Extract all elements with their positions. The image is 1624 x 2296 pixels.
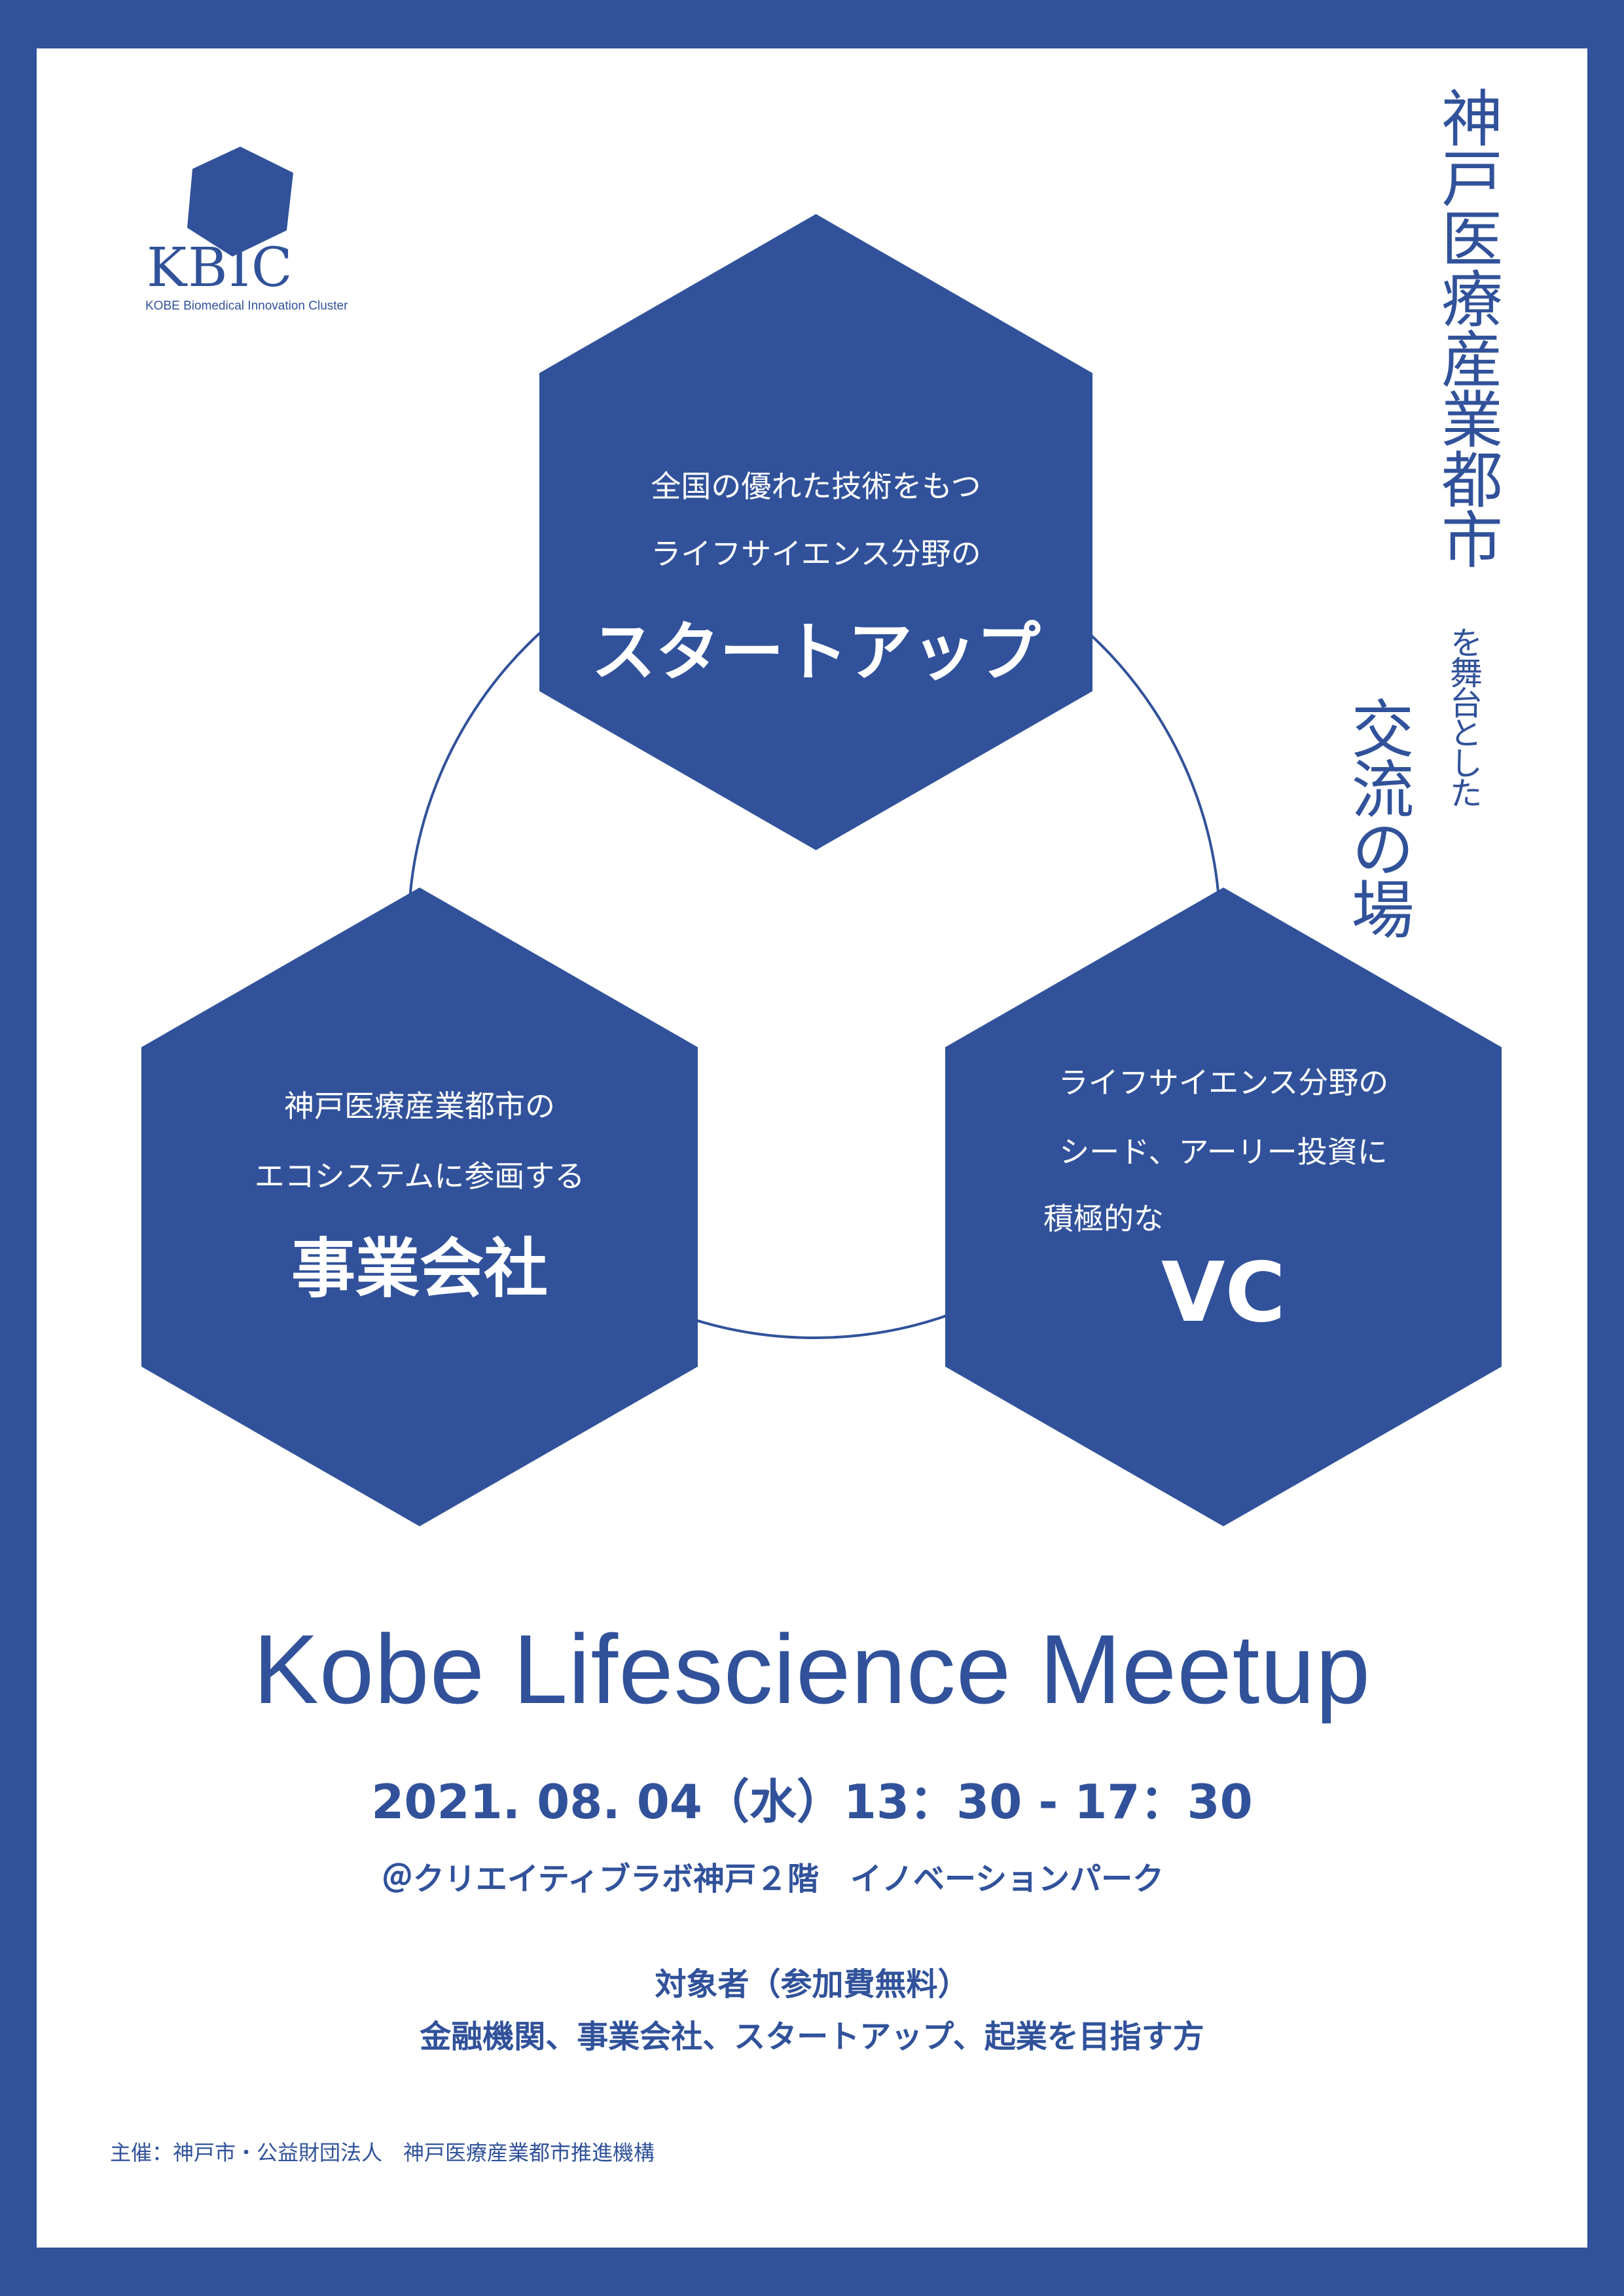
startup-line1: 全国の優れた技術をもつ	[651, 469, 981, 504]
audience-list: 金融機関、事業会社、スタートアップ、起業を目指す方	[420, 2018, 1204, 2055]
event-title: Kobe Lifescience Meetup	[253, 1614, 1371, 1724]
company-line1: 神戸医療産業都市の	[284, 1088, 555, 1124]
poster: KBIC KOBE Biomedical Innovation Cluster …	[37, 48, 1587, 2248]
company-heading: 事業会社	[291, 1232, 548, 1306]
startup-heading: スタートアップ	[591, 615, 1041, 690]
vc-line3: 積極的な	[1043, 1201, 1164, 1236]
event-venue: ＠クリエイティブラボ神戸２階 イノベーションパーク	[381, 1861, 1164, 1897]
vertical-place: 交流の場	[1341, 696, 1414, 937]
hexagon-logo-icon	[187, 147, 293, 257]
startup-line2: ライフサイエンス分野の	[651, 536, 981, 571]
organizer: 主催：神戸市・公益財団法人 神戸医療産業都市推進機構	[110, 2140, 655, 2165]
vertical-connector: を舞台とした	[1445, 626, 1483, 806]
audience-label: 対象者（参加費無料）	[655, 1966, 969, 2003]
vc-line2: シード、アーリー投資に	[1059, 1134, 1388, 1170]
hexagon-vc: ライフサイエンス分野の シード、アーリー投資に 積極的な VC	[945, 888, 1502, 1526]
kbic-logo: KBIC KOBE Biomedical Innovation Cluster	[106, 99, 348, 313]
vertical-title: 神戸医療産業都市	[1431, 86, 1502, 568]
vc-heading: VC	[1161, 1244, 1286, 1340]
vc-line1: ライフサイエンス分野の	[1058, 1065, 1389, 1100]
event-datetime: 2021. 08. 04（水）13：30 - 17：30	[371, 1774, 1253, 1829]
logo-subtitle: KOBE Biomedical Innovation Cluster	[145, 299, 348, 313]
company-line2: エコシステムに参画する	[254, 1158, 585, 1194]
logo-mark: KBIC	[147, 237, 294, 299]
